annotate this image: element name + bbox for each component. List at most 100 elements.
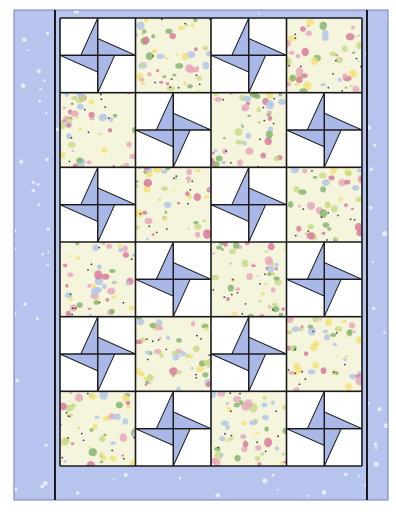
floral-print-block-icon <box>286 166 365 242</box>
print-speck <box>301 371 303 373</box>
flower-dot <box>335 238 339 241</box>
flower-dot <box>161 186 168 191</box>
flower-dot <box>240 434 246 439</box>
print-speck <box>218 447 220 449</box>
flower-dot <box>169 367 178 375</box>
flower-dot <box>320 83 325 86</box>
floral-print-block-icon <box>133 164 214 242</box>
print-speck <box>84 109 86 111</box>
flower-dot <box>116 402 123 409</box>
flower-dot <box>327 227 331 230</box>
flower-dot <box>214 97 222 102</box>
flower-dot <box>110 441 116 445</box>
flower-dot <box>137 21 145 30</box>
print-speck <box>229 392 231 394</box>
flower-dot <box>88 446 91 449</box>
flower-dot <box>267 272 271 276</box>
flower-dot <box>213 149 218 152</box>
print-speck <box>288 369 290 371</box>
flower-dot <box>278 99 286 105</box>
flower-dot <box>165 57 168 60</box>
flower-dot <box>185 64 193 72</box>
flower-dot <box>323 330 328 334</box>
flower-dot <box>298 189 306 195</box>
print-speck <box>299 383 301 385</box>
flower-dot <box>353 330 356 333</box>
print-speck <box>354 219 356 221</box>
print-speck <box>265 451 267 453</box>
flower-dot <box>67 414 74 418</box>
print-speck <box>146 338 148 340</box>
print-speck <box>326 239 328 241</box>
flower-dot <box>308 325 313 329</box>
border-dot <box>262 478 267 483</box>
flower-dot <box>167 86 175 91</box>
flower-dot <box>357 169 361 173</box>
flower-dot <box>325 201 331 208</box>
flower-dot <box>63 460 66 463</box>
pinwheel-block-icon <box>287 242 363 317</box>
flower-dot <box>338 78 342 82</box>
flower-dot <box>65 284 68 288</box>
border-dot <box>46 263 49 266</box>
flower-dot <box>329 52 336 57</box>
flower-dot <box>122 418 128 425</box>
print-speck <box>263 120 265 122</box>
flower-dot <box>137 319 144 326</box>
print-speck <box>178 87 180 89</box>
flower-dot <box>241 446 248 452</box>
flower-dot <box>195 232 200 238</box>
flower-dot <box>267 260 273 264</box>
flower-dot <box>89 448 97 456</box>
flower-dot <box>109 269 115 273</box>
flower-dot <box>140 338 146 342</box>
print-speck <box>100 94 102 96</box>
pinwheel-block-icon <box>60 167 136 242</box>
print-speck <box>87 393 89 395</box>
flower-dot <box>352 51 355 54</box>
flower-dot <box>292 326 301 332</box>
print-speck <box>75 307 77 309</box>
flower-dot <box>344 204 347 208</box>
print-speck <box>152 340 154 342</box>
flower-dot <box>129 306 135 310</box>
flower-dot <box>264 438 272 448</box>
flower-dot <box>204 195 209 198</box>
flower-dot <box>264 283 268 286</box>
flower-dot <box>349 85 352 87</box>
print-speck <box>275 410 277 412</box>
border-dot <box>38 100 41 103</box>
flower-dot <box>143 37 150 44</box>
flower-dot <box>92 245 99 252</box>
print-speck <box>294 349 296 351</box>
flower-dot <box>212 152 215 154</box>
flower-dot <box>296 226 301 232</box>
flower-dot <box>65 292 73 298</box>
print-speck <box>300 66 302 68</box>
flower-dot <box>203 219 207 222</box>
flower-dot <box>89 394 97 400</box>
flower-dot <box>234 455 240 462</box>
print-speck <box>231 435 233 437</box>
print-speck <box>147 359 149 361</box>
print-speck <box>68 415 70 417</box>
border-dot <box>383 332 386 335</box>
flower-dot <box>271 401 275 406</box>
flower-dot <box>94 287 102 293</box>
flower-dot <box>283 248 286 250</box>
flower-dot <box>357 61 360 63</box>
border-dot <box>374 462 379 467</box>
flower-dot <box>349 322 356 328</box>
flower-dot <box>175 177 178 179</box>
flower-dot <box>120 433 127 442</box>
flower-dot <box>101 148 107 154</box>
flower-dot <box>320 186 326 192</box>
flower-dot <box>272 303 277 307</box>
pinwheel-block-icon <box>287 93 363 168</box>
print-speck <box>302 208 304 210</box>
flower-dot <box>193 221 198 224</box>
print-speck <box>111 450 113 452</box>
flower-dot <box>235 128 243 136</box>
flower-dot <box>221 161 226 165</box>
flower-dot <box>95 416 100 419</box>
